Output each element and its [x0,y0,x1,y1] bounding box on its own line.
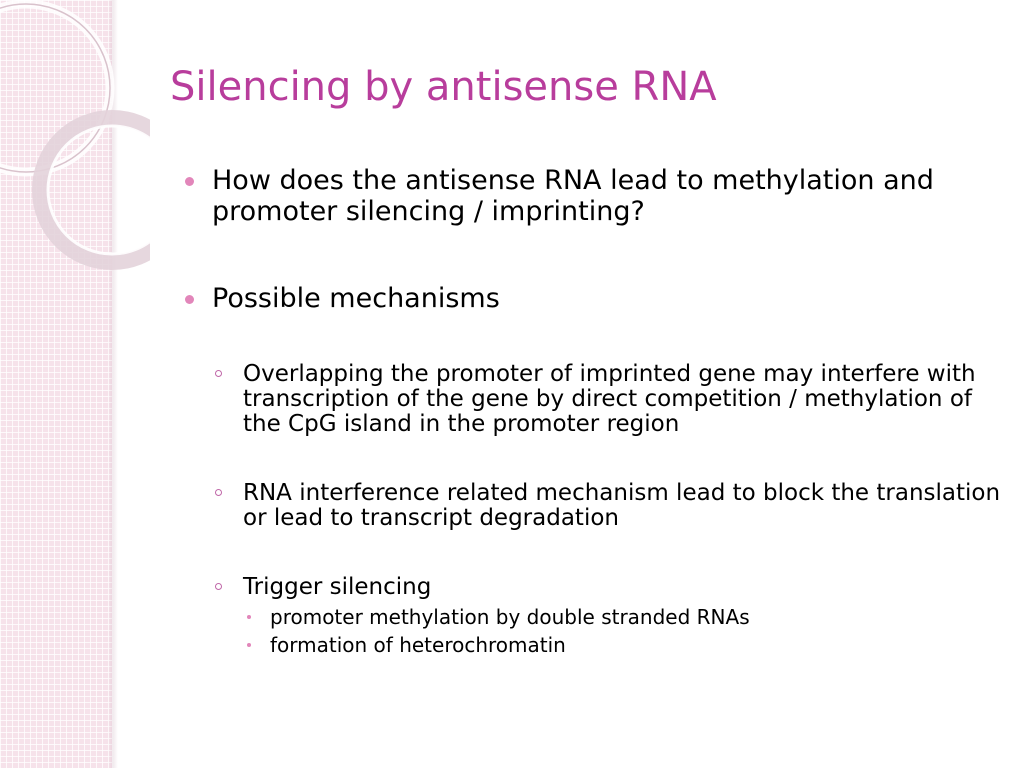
bullet-text: Trigger silencing [243,574,432,600]
bullet-level2: Overlapping the promoter of imprinted ge… [213,362,1010,437]
slide-content: How does the antisense RNA lead to methy… [180,165,1010,659]
decorative-rings-icon [0,0,150,270]
bullet-text: Overlapping the promoter of imprinted ge… [243,361,976,437]
bullet-ring-icon [215,370,222,377]
bullet-text: RNA interference related mechanism lead … [243,480,1001,531]
bullet-ring-icon [215,583,222,590]
bullet-dot-icon [185,295,194,304]
bullet-level1: How does the antisense RNA lead to methy… [180,165,1010,227]
bullet-level3: promoter methylation by double stranded … [243,603,1010,631]
bullet-dot-icon [185,177,194,186]
sidebar-edge-shadow [108,0,118,768]
bullet-text: formation of heterochromatin [270,633,566,657]
bullet-level2: Trigger silencing [213,575,1010,600]
bullet-text: Possible mechanisms [212,283,500,314]
bullet-level2: RNA interference related mechanism lead … [213,481,1010,531]
slide-title: Silencing by antisense RNA [170,64,717,110]
bullet-level1: Possible mechanisms [180,283,1010,314]
bullet-dot-icon [247,643,251,647]
bullet-dot-icon [247,615,251,619]
bullet-text: promoter methylation by double stranded … [270,605,750,629]
bullet-text: How does the antisense RNA lead to methy… [212,165,934,227]
bullet-ring-icon [215,489,222,496]
bullet-level3: formation of heterochromatin [243,631,1010,659]
